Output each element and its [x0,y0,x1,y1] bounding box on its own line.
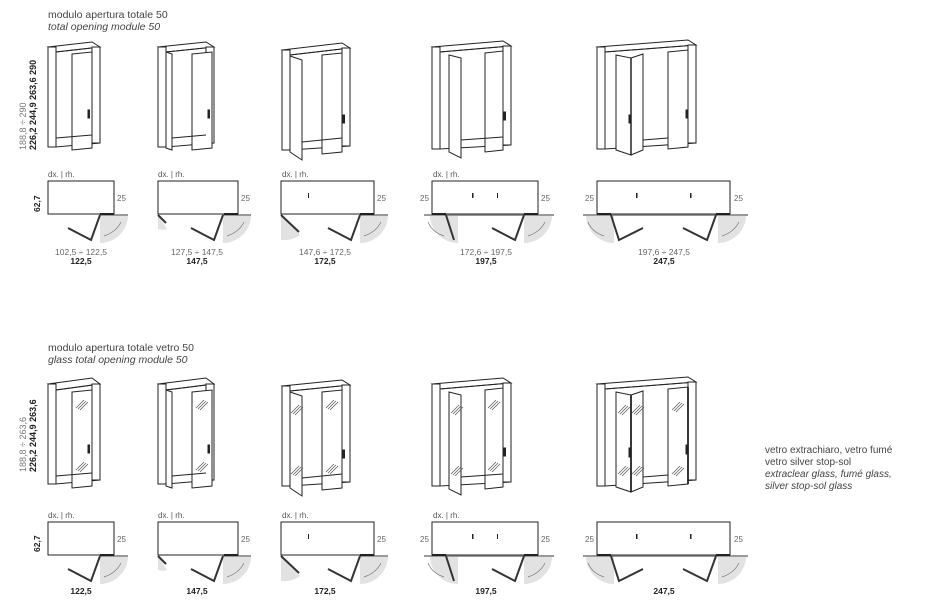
side-panel-right: 25 [734,535,743,544]
glass-cabinet-197 [430,377,513,496]
side-panel-left: 25 [585,194,594,203]
glass-plan-247 [583,521,748,584]
glass-cabinet-172 [280,379,352,497]
cabinet-247 [595,39,698,156]
width-value: 247,5 [653,586,675,596]
glass-plan-147 [157,521,251,584]
glass-plan-122 [47,521,128,584]
cabinet-122 [46,41,102,151]
note-line-english-1: extraclear glass, fumé glass, [765,469,892,480]
width-value: 147,5 [186,586,208,596]
side-panel-right: 25 [241,194,250,203]
side-panel-left: 25 [585,535,594,544]
width-range: 172,6 ÷ 197,5 [460,247,512,257]
handing-label: dx. | rh. [48,170,75,179]
note-line-italian-2: vetro silver stop-sol [765,457,852,468]
width-value: 122,5 [70,586,92,596]
plan-247 [583,180,748,243]
width-range: 102,5 ÷ 122,5 [55,247,107,257]
title-italian: modulo apertura totale vetro 50 [48,342,194,354]
note-line-italian-1: vetro extrachiaro, vetro fumé [765,445,893,456]
width-range: 197,6 ÷ 247,5 [638,247,690,257]
section-title-glass: modulo apertura totale vetro 50 glass to… [48,342,194,366]
handing-label: dx. | rh. [48,511,75,520]
cabinet-197 [430,40,513,159]
width-value: 172,5 [314,586,336,596]
width-value: 147,5 [186,256,208,266]
glass-plan-172 [280,521,388,584]
handing-label: dx. | rh. [158,511,185,520]
glass-cabinet-147 [156,377,216,489]
width-value: 172,5 [314,256,336,266]
plan-122 [47,180,128,243]
section-title-standard: modulo apertura totale 50 total opening … [48,9,168,33]
width-range: 147,6 ÷ 172,5 [299,247,351,257]
title-italian: modulo apertura totale 50 [48,9,168,21]
width-value: 122,5 [70,256,92,266]
cabinet-172 [280,42,352,161]
plan-172 [280,180,388,243]
width-value: 247,5 [653,256,675,266]
cabinet-147 [156,41,216,151]
title-english: glass total opening module 50 [48,354,188,366]
glass-options-note: vetro extrachiaro, vetro fumé vetro silv… [765,445,892,493]
handing-label: dx. | rh. [158,170,185,179]
glass-plan-197 [424,521,554,584]
plan-197 [424,180,554,243]
side-panel-right: 25 [117,194,126,203]
note-line-english-2: silver stop-sol glass [765,481,853,492]
handing-label: dx. | rh. [282,511,309,520]
glass-cabinet-247 [595,376,698,493]
handing-label: dx. | rh. [433,511,460,520]
glass-cabinet-122 [46,377,102,489]
side-panel-right: 25 [541,535,550,544]
title-english: total opening module 50 [48,21,161,33]
handing-label: dx. | rh. [282,170,309,179]
width-value: 197,5 [475,586,497,596]
side-panel-right: 25 [541,194,550,203]
width-range: 127,5 ÷ 147,5 [171,247,223,257]
side-panel-right: 25 [241,535,250,544]
side-panel-right: 25 [377,535,386,544]
handing-label: dx. | rh. [433,170,460,179]
side-panel-left: 25 [420,535,429,544]
side-panel-right: 25 [377,194,386,203]
side-panel-right: 25 [734,194,743,203]
side-panel-right: 25 [117,535,126,544]
side-panel-left: 25 [420,194,429,203]
plan-147 [157,180,251,243]
width-value: 197,5 [475,256,497,266]
